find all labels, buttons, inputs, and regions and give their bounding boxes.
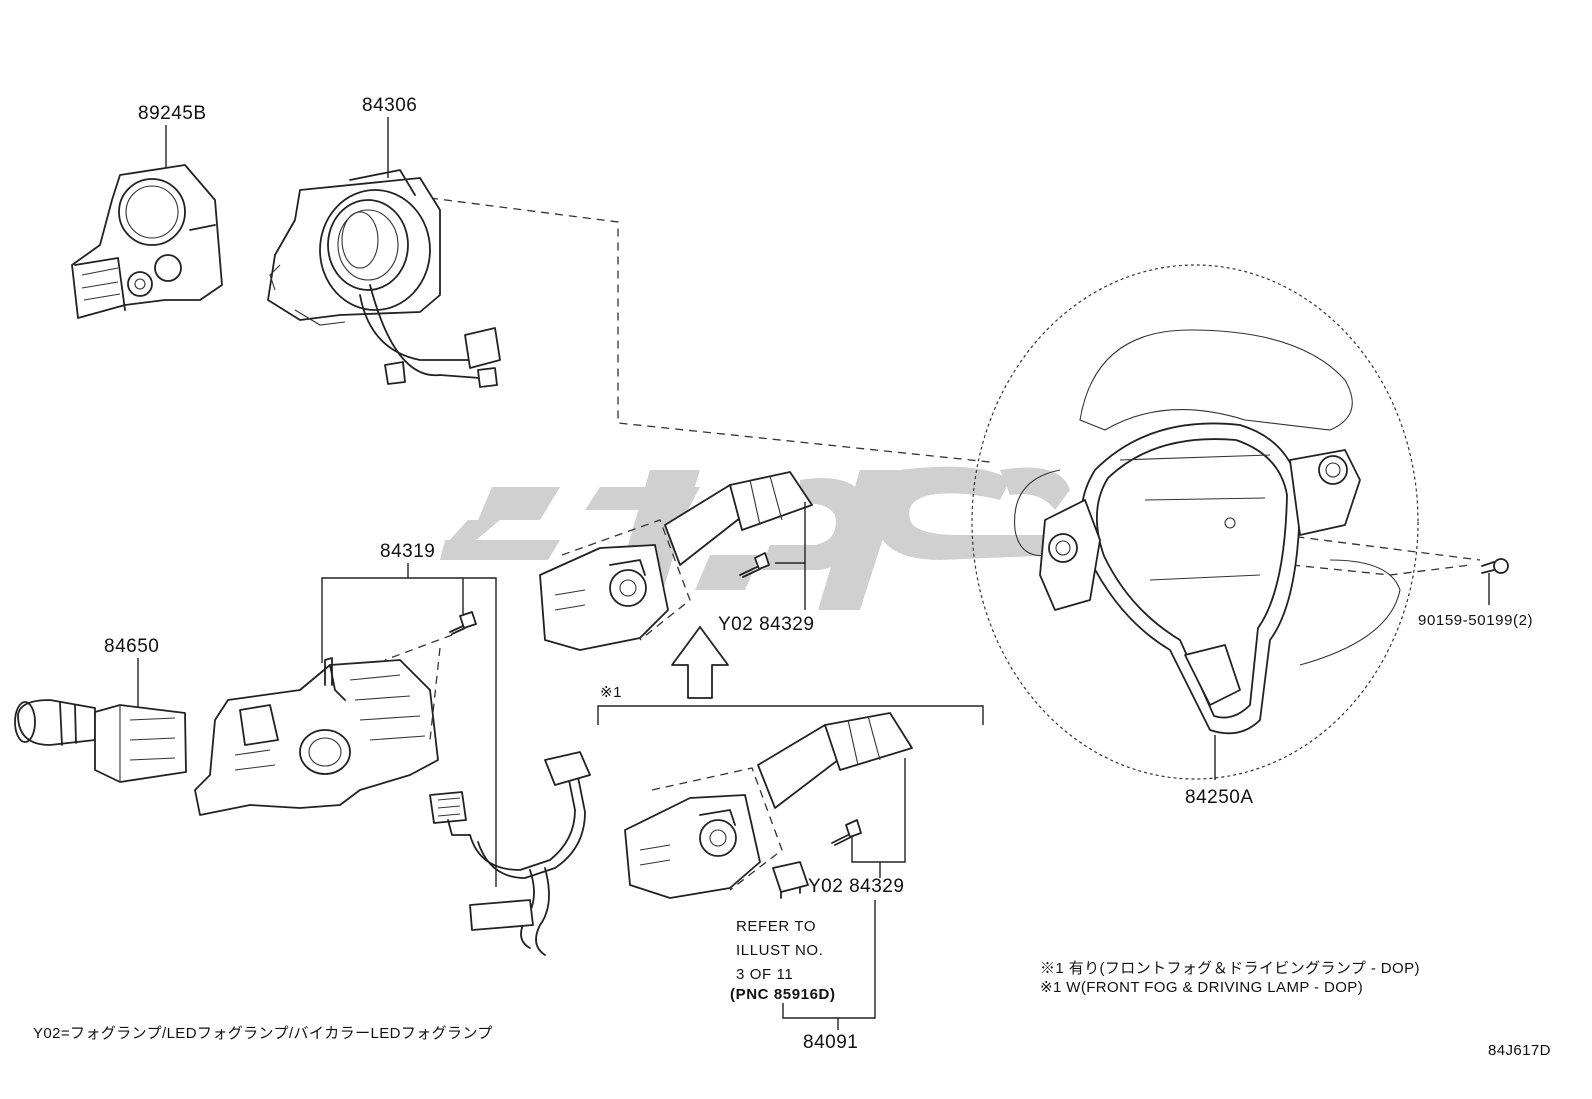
part-label-84306[interactable]: 84306: [362, 95, 418, 116]
part-label-84650[interactable]: 84650: [104, 636, 160, 657]
note-english: ※1 W(FRONT FOG & DRIVING LAMP - DOP): [1040, 979, 1364, 996]
watermark-logo: [440, 466, 1070, 610]
connector-icon: [772, 861, 809, 899]
note-y02: Y02=フォグランプ/LEDフォグランプ/バイカラーLEDフォグランプ: [33, 1025, 493, 1042]
screw-icon: [739, 552, 770, 578]
screw-icon: [831, 819, 862, 846]
refer-line-3: 3 OF 11: [736, 966, 794, 983]
part-label-y02-84329-lower[interactable]: Y02 84329: [808, 876, 905, 897]
headlight-switch-icon: [14, 699, 187, 783]
wiper-switch-icon: [539, 471, 813, 651]
part-label-90159-50199[interactable]: 90159-50199(2): [1418, 612, 1534, 629]
arrow-up-icon: [671, 626, 729, 699]
wiper-switch-icon: [624, 712, 913, 899]
option-marker: ※1: [600, 684, 623, 701]
part-label-84091[interactable]: 84091: [803, 1032, 859, 1053]
part-label-84250a[interactable]: 84250A: [1185, 787, 1254, 808]
bracket-option-1: [597, 705, 984, 725]
bracket-84319: [321, 563, 497, 887]
part-label-84319[interactable]: 84319: [380, 541, 436, 562]
note-japanese: ※1 有り(フロントフォグ＆ドライビングランプ - DOP): [1040, 960, 1420, 977]
screw-icon: [449, 611, 477, 635]
part-label-y02-84329-upper[interactable]: Y02 84329: [718, 614, 815, 635]
combination-switch-icon: [194, 657, 439, 816]
part-label-89245b[interactable]: 89245B: [138, 103, 207, 124]
figure-code: 84J617D: [1488, 1042, 1551, 1059]
refer-line-1: REFER TO: [736, 918, 817, 935]
refer-line-2: ILLUST NO.: [736, 942, 824, 959]
screw-icon: [1481, 558, 1509, 574]
spiral-cable-icon: [267, 169, 501, 388]
refer-pnc-link[interactable]: (PNC 85916D): [730, 986, 836, 1003]
steering-wheel-icon: [971, 264, 1419, 780]
wiring-harness: [429, 751, 591, 956]
steering-sensor-icon: [71, 164, 223, 319]
